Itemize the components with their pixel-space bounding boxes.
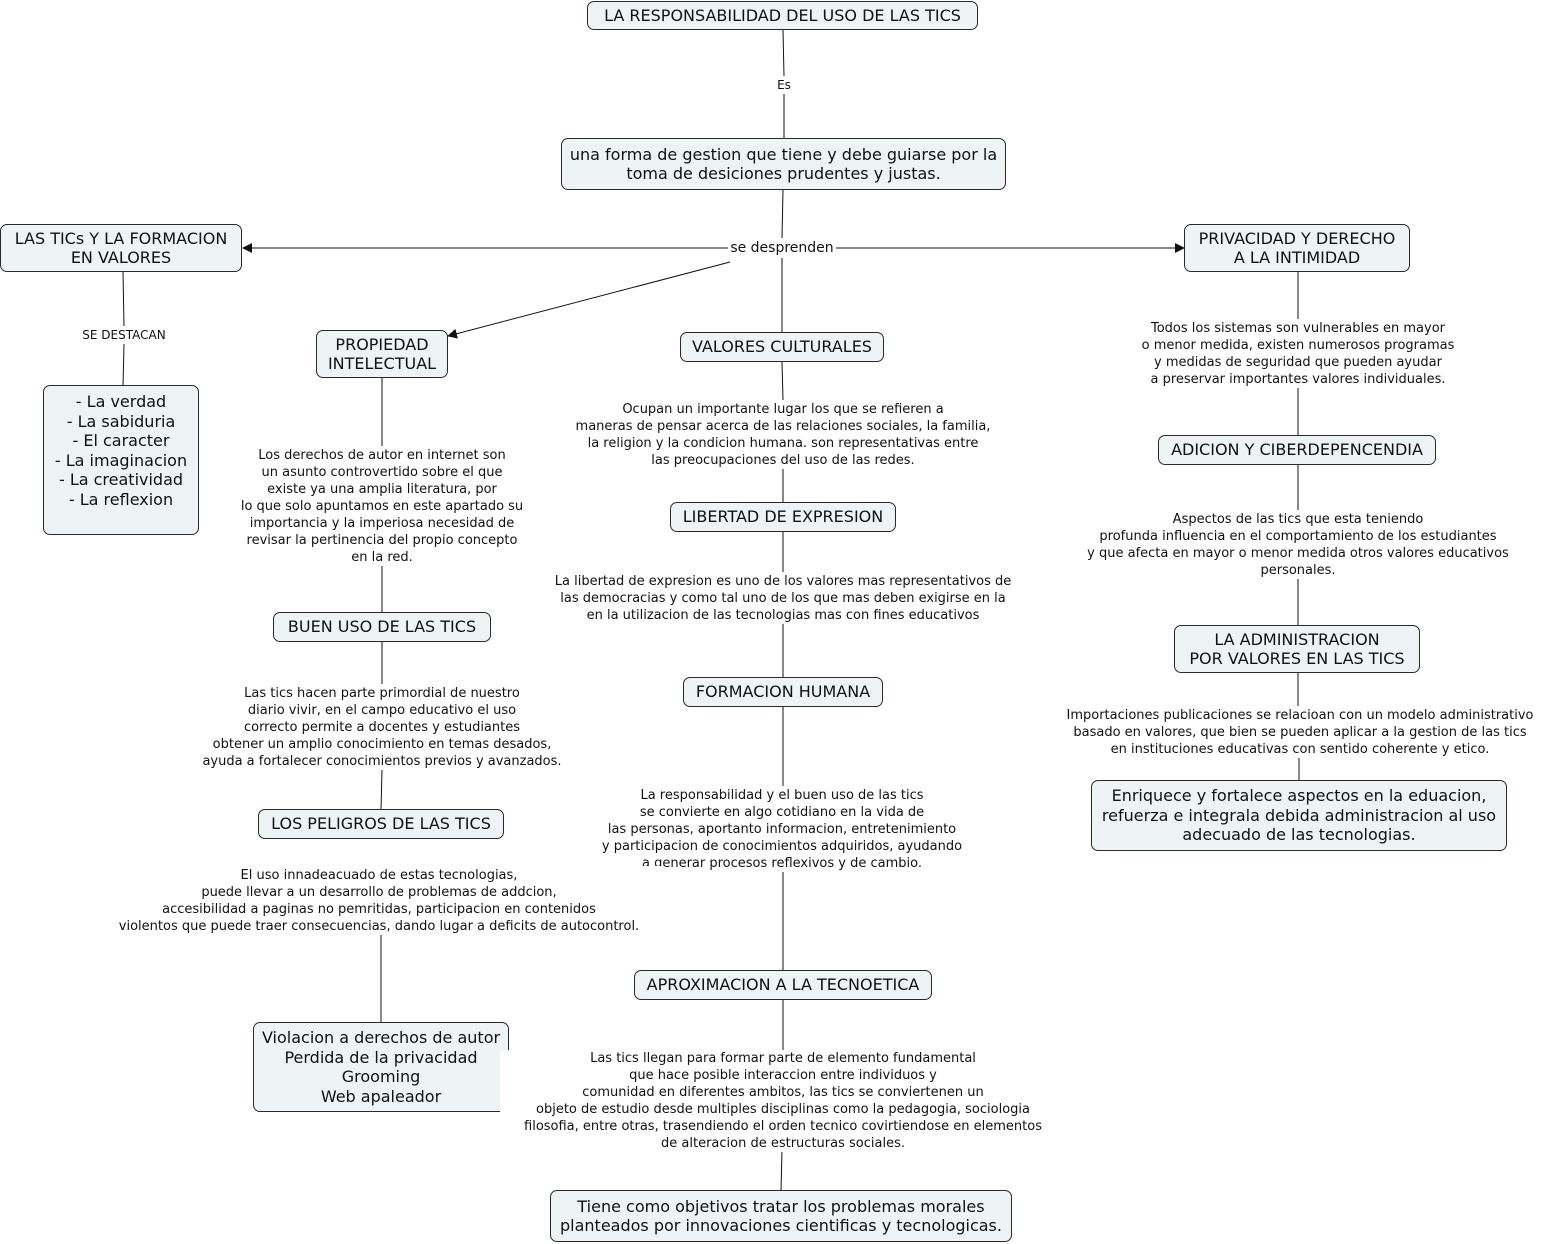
link-label-tics-parte: Las tics hacen parte primordial de nuest…	[186, 684, 578, 770]
link-label-derechos-autor: Los derechos de autor en internet son un…	[224, 446, 540, 566]
node-objetivos-problemas-morales[interactable]: Tiene como objetivos tratar los problema…	[550, 1190, 1012, 1242]
link-label-libertad-texto: La libertad de expresion es uno de los v…	[530, 572, 1036, 624]
node-libertad-expresion[interactable]: LIBERTAD DE EXPRESION	[670, 502, 896, 532]
link-label-ocupan: Ocupan un importante lugar los que se re…	[548, 400, 1018, 469]
node-propiedad-intelectual[interactable]: PROPIEDAD INTELECTUAL	[316, 330, 448, 378]
link-label-se-destacan: SE DESTACAN	[74, 327, 174, 344]
link-label-vulnerables: Todos los sistemas son vulnerables en ma…	[1110, 319, 1486, 388]
node-peligros-tics[interactable]: LOS PELIGROS DE LAS TICS	[258, 809, 504, 839]
node-lista-valores[interactable]: - La verdad - La sabiduria - El caracter…	[43, 385, 199, 535]
node-violacion-derechos[interactable]: Violacion a derechos de autor Perdida de…	[253, 1022, 509, 1112]
node-privacidad-intimidad[interactable]: PRIVACIDAD Y DERECHO A LA INTIMIDAD	[1184, 224, 1410, 272]
node-formacion-humana[interactable]: FORMACION HUMANA	[683, 677, 883, 707]
node-valores-culturales[interactable]: VALORES CULTURALES	[680, 332, 884, 362]
node-root-responsabilidad[interactable]: LA RESPONSABILIDAD DEL USO DE LAS TICS	[587, 1, 978, 30]
node-administracion-valores[interactable]: LA ADMINISTRACION POR VALORES EN LAS TIC…	[1174, 625, 1420, 673]
link-label-se-desprenden: se desprenden	[728, 238, 836, 258]
link-label-uso-inadecuado: El uso innadeacuado de estas tecnologias…	[96, 866, 662, 935]
node-buen-uso-tics[interactable]: BUEN USO DE LAS TICS	[273, 612, 491, 642]
link-label-aspectos: Aspectos de las tics que esta teniendo p…	[1064, 510, 1532, 579]
link-label-es: Es	[770, 77, 798, 94]
link-label-importaciones: Importaciones publicaciones se relacioan…	[1046, 706, 1554, 758]
node-adicion-ciberdependencia[interactable]: ADICION Y CIBERDEPENCENDIA	[1158, 435, 1436, 465]
node-forma-de-gestion[interactable]: una forma de gestion que tiene y debe gu…	[561, 138, 1006, 190]
node-aproximacion-tecnoetica[interactable]: APROXIMACION A LA TECNOETICA	[634, 970, 932, 1000]
link-label-tics-llegan: Las tics llegan para formar parte de ele…	[500, 1050, 1066, 1152]
node-tics-formacion-valores[interactable]: LAS TICs Y LA FORMACION EN VALORES	[0, 224, 242, 272]
link-label-responsabilidad: La responsabilidad y el buen uso de las …	[584, 786, 980, 872]
node-enriquece-fortalece[interactable]: Enriquece y fortalece aspectos en la edu…	[1091, 780, 1507, 851]
